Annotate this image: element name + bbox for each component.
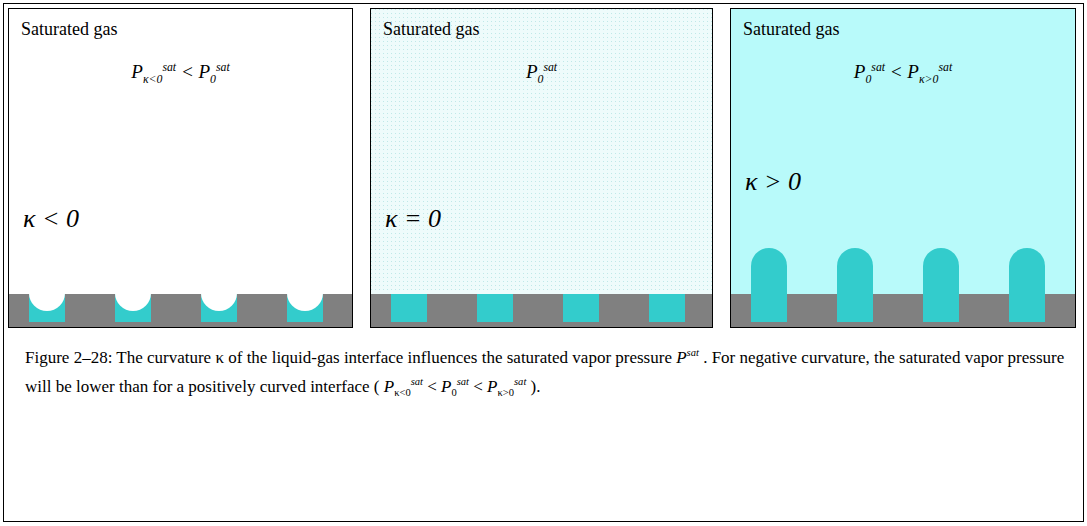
liquid-pore <box>837 294 873 322</box>
liquid-pore <box>29 294 65 322</box>
substrate <box>371 294 712 327</box>
liquid-pore <box>477 294 513 322</box>
gas-label: Saturated gas <box>743 19 839 40</box>
convex-droplet <box>837 248 873 294</box>
liquid-pore <box>391 294 427 322</box>
pore-illustration <box>9 9 352 327</box>
concave-meniscus <box>115 293 151 311</box>
substrate <box>9 294 352 327</box>
gas-chamber: Saturated gasP0sat < Pκ>0sat κ > 0 <box>730 8 1076 328</box>
liquid-pore <box>751 294 787 322</box>
pressure-relation: P0sat < Pκ>0sat <box>854 61 952 83</box>
figure-caption: Figure 2–28: The curvature κ of the liqu… <box>25 343 1065 401</box>
concave-meniscus <box>201 293 237 311</box>
outer-border <box>4 4 1084 522</box>
curvature-label: κ > 0 <box>745 167 801 197</box>
pore-illustration <box>371 9 712 327</box>
curvature-label: κ < 0 <box>23 204 79 234</box>
gas-chamber: Saturated gasPκ<0sat < P0sat κ < 0 <box>8 8 353 328</box>
vapor-texture <box>371 9 712 292</box>
liquid-pore <box>201 294 237 322</box>
concave-meniscus <box>287 293 323 311</box>
gas-label: Saturated gas <box>21 19 117 40</box>
curvature-label: κ = 0 <box>385 204 441 234</box>
convex-droplet <box>751 248 787 294</box>
liquid-pore <box>287 294 323 322</box>
concave-meniscus <box>29 293 65 311</box>
pressure-relation: Pκ<0sat < P0sat <box>131 61 229 83</box>
liquid-pore <box>115 294 151 322</box>
gas-label: Saturated gas <box>383 19 479 40</box>
substrate <box>731 294 1075 327</box>
convex-droplet <box>1009 248 1045 294</box>
liquid-pore <box>563 294 599 322</box>
liquid-pore <box>1009 294 1045 322</box>
convex-droplet <box>923 248 959 294</box>
liquid-pore <box>923 294 959 322</box>
gas-chamber: Saturated gasP0sat κ = 0 <box>370 8 713 328</box>
pressure-relation: P0sat <box>526 61 557 83</box>
liquid-pore <box>649 294 685 322</box>
